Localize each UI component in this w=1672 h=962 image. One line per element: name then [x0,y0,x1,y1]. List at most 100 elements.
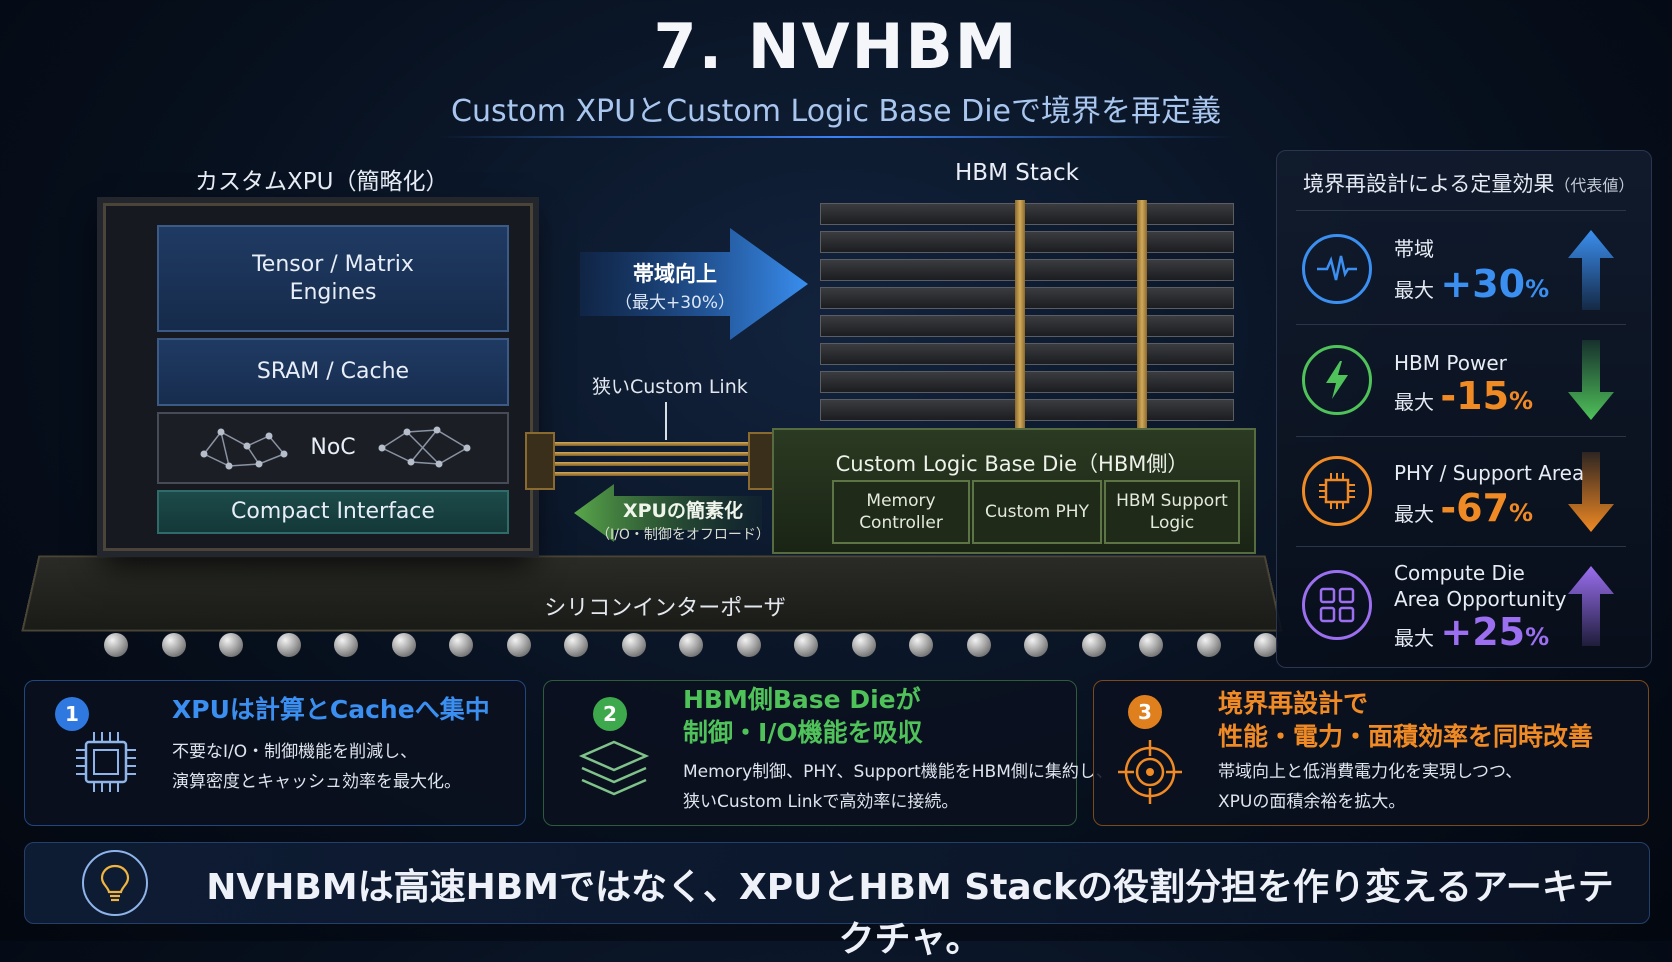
custom-link-wire [535,452,775,456]
solder-ball [449,633,473,657]
metric-number: +25 [1440,610,1526,654]
card-base-die [543,680,1077,826]
solder-ball [794,633,818,657]
solder-ball [276,633,301,657]
compact-interface-block: Compact Interface [157,490,509,534]
metric-number: -15 [1440,374,1510,418]
metric-unit: % [1509,499,1534,527]
simplify-arrow-sub: （I/O・制御をオフロード） [596,527,770,543]
dram-layer [820,287,1234,309]
card-number-badge: 2 [593,697,627,731]
arrow-up-icon [1568,566,1614,646]
solder-ball [736,633,761,657]
dram-layer [820,231,1234,253]
metric-hbm-power-name: HBM Power [1394,351,1507,375]
metric-prefix: 最大 [1394,278,1434,302]
bandwidth-arrow-title: 帯域向上 [633,262,717,286]
panel-divider [1296,210,1626,211]
arrow-down-icon [1568,340,1614,420]
solder-ball [1139,633,1163,657]
dram-layer [820,203,1234,225]
noc-graph-icon [378,426,471,468]
solder-ball [161,633,186,657]
solder-ball [104,633,128,657]
conclusion-banner [24,842,1650,924]
target-icon [1118,740,1182,804]
hbm-stack-label: HBM Stack [955,160,1079,186]
metric-compute-area-name: Compute Die Area Opportunity [1394,561,1567,611]
link-pointer-line [665,402,667,440]
dram-layer [820,399,1234,421]
xpu-label: カスタムXPU（簡略化） [195,169,449,195]
chip-icon [1302,456,1372,526]
metric-prefix: 最大 [1394,502,1434,526]
solder-ball [219,633,243,657]
dram-layer [820,259,1234,281]
card-number-badge: 3 [1128,695,1162,729]
metric-unit: % [1509,387,1534,415]
effects-title-note: （代表値） [1554,176,1635,195]
card-xpu-focus [24,680,526,826]
metric-hbm-power-value: 最大 -15% [1394,374,1533,418]
base-die-title: Custom Logic Base Die（HBM側） [835,452,1189,476]
metric-prefix: 最大 [1394,390,1434,414]
custom-phy-block: Custom PHY [972,480,1102,544]
page-title: 7. NVHBM [653,10,1019,83]
custom-link-wire [535,462,775,466]
layers-icon [578,740,650,796]
tsv-pillar [1137,200,1147,430]
solder-ball [1024,633,1048,657]
hbm-support-logic-block: HBM Support Logic [1104,480,1240,544]
solder-ball [909,633,933,657]
bandwidth-arrow-sub: （最大+30%） [614,293,736,313]
card-body: 不要なI/O・制御機能を削減し、 演算密度とキャッシュ効率を最大化。 [172,742,461,792]
effects-title-text: 境界再設計による定量効果 [1303,172,1555,196]
noc-block: NoC [157,412,509,484]
noc-label: NoC [310,435,356,461]
bandwidth-arrow-icon [580,228,808,340]
metric-number: +30 [1440,262,1526,306]
card-title: 境界再設計で 性能・電力・面積効率を同時改善 [1218,689,1594,751]
metric-unit: % [1525,623,1550,651]
custom-link-wire [535,442,775,446]
solder-ball [1081,633,1106,657]
card-number-badge: 1 [55,697,89,731]
card-body: 帯域向上と低消費電力化を実現しつつ、 XPUの面積余裕を拡大。 [1218,762,1523,812]
metric-compute-area-value: 最大 +25% [1394,610,1549,654]
metric-bandwidth-name: 帯域 [1394,237,1434,261]
custom-link-wire [535,472,775,476]
metric-bandwidth-value: 最大 +30% [1394,262,1549,306]
lightbulb-icon [82,850,148,916]
panel-divider [1296,436,1626,437]
dram-layer [820,343,1234,365]
panel-divider [1296,324,1626,325]
effects-panel-title: 境界再設計による定量効果（代表値） [1303,168,1634,198]
conclusion-text: NVHBMは高速HBMではなく、XPUとHBM Stackの役割分担を作り変える… [206,867,1614,960]
solder-ball [506,633,531,657]
grid-icon [1302,570,1372,640]
metric-unit: % [1525,275,1550,303]
solder-ball [334,633,358,657]
page-subtitle: Custom XPUとCustom Logic Base Dieで境界を再定義 [451,94,1221,129]
card-body: Memory制御、PHY、Support機能をHBM側に集約し、 狭いCusto… [683,762,1113,812]
tsv-pillar [1015,200,1025,430]
metric-prefix: 最大 [1394,626,1434,650]
waveform-icon [1302,234,1372,304]
solder-ball [851,633,876,657]
solder-ball [966,633,991,657]
metric-phy-area-name: PHY / Support Area [1394,461,1585,485]
solder-ball [1254,633,1278,657]
memory-controller-block: Memory Controller [832,480,970,544]
metric-phy-area-value: 最大 -67% [1394,486,1533,530]
panel-divider [1296,546,1626,547]
arrow-up-icon [1568,230,1614,310]
chip-icon [76,732,136,792]
arrow-down-icon [1568,452,1614,532]
metric-number: -67 [1440,486,1510,530]
interposer-label: シリコンインターポーザ [544,596,786,621]
card-title: XPUは計算とCacheへ集中 [172,695,490,724]
noc-graph-icon [200,428,288,470]
dram-layer [820,371,1234,393]
solder-ball [564,633,588,657]
solder-ball [1196,633,1221,657]
